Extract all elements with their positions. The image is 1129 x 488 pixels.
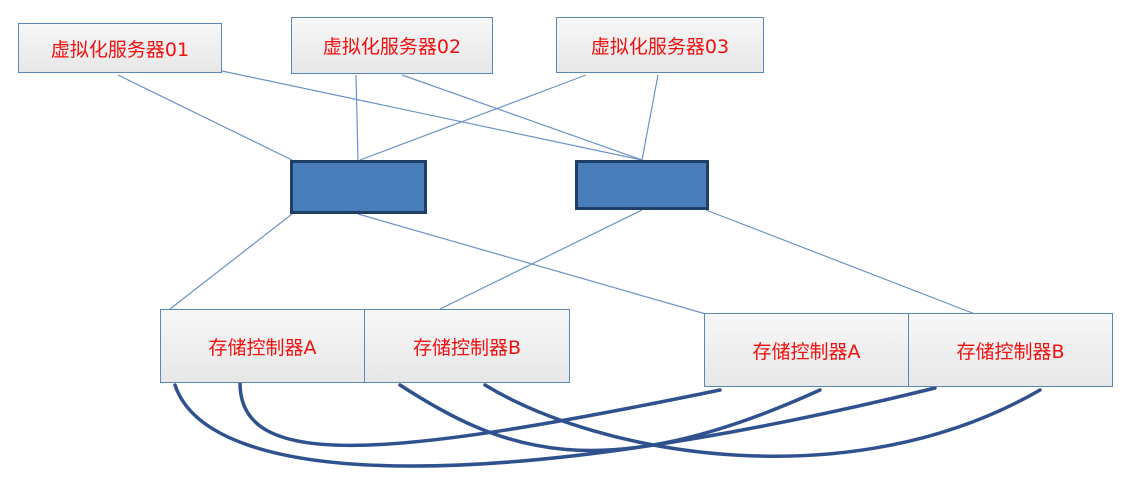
server-box-02: 虚拟化服务器02 xyxy=(291,17,493,74)
cable-storage1-ctrl-a-to-storage2-ctrl-b xyxy=(173,383,937,468)
storage2-controller-b: 存储控制器B xyxy=(908,313,1113,387)
link-server02-switch2 xyxy=(401,74,643,161)
server-box-03: 虚拟化服务器03 xyxy=(556,17,764,73)
link-switch2-storage1-ctrl-b xyxy=(439,209,643,310)
link-switch1-storage1-ctrl-a xyxy=(169,213,293,310)
link-server01-switch2 xyxy=(221,70,643,161)
cable-storage1-ctrl-b-to-storage2-ctrl-a xyxy=(398,383,822,453)
storage1-controller-a: 存储控制器A xyxy=(160,309,365,383)
server-label: 虚拟化服务器02 xyxy=(322,36,462,58)
link-switch2-storage2-ctrl-b xyxy=(705,209,976,315)
controller-label: 存储控制器B xyxy=(412,336,522,359)
storage1-controller-b: 存储控制器B xyxy=(364,309,570,383)
link-server03-switch1 xyxy=(359,74,587,161)
controller-label: 存储控制器A xyxy=(208,336,317,359)
server-label: 虚拟化服务器03 xyxy=(590,35,730,58)
link-server01-switch1 xyxy=(117,74,293,161)
cable-storage1-ctrl-a-to-storage2-ctrl-a xyxy=(238,381,722,448)
controller-label: 存储控制器B xyxy=(956,340,1065,363)
switch-1 xyxy=(290,160,427,214)
controller-label: 存储控制器A xyxy=(752,340,861,363)
switch-2 xyxy=(575,160,709,210)
link-server03-switch2 xyxy=(641,74,659,161)
server-box-01: 虚拟化服务器01 xyxy=(18,23,222,73)
link-server02-switch1 xyxy=(355,74,359,161)
cable-storage1-ctrl-b-to-storage2-ctrl-b xyxy=(483,383,1042,458)
storage2-controller-a: 存储控制器A xyxy=(704,313,909,387)
server-label: 虚拟化服务器01 xyxy=(50,38,190,61)
